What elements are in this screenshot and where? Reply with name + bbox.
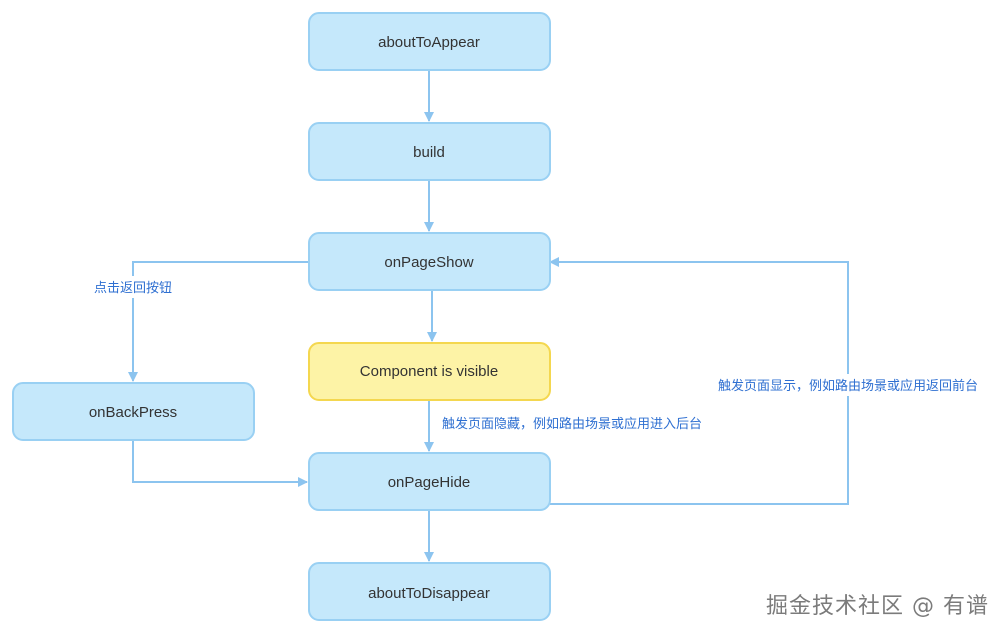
edge-show-to-backpress	[128, 261, 309, 382]
node-about-to-appear: aboutToAppear	[308, 12, 551, 71]
node-on-page-hide-label: onPageHide	[388, 474, 471, 491]
edge-label-back-button-bg	[88, 276, 178, 298]
node-about-to-appear-label: aboutToAppear	[378, 34, 480, 51]
node-on-back-press: onBackPress	[12, 382, 255, 441]
node-build: build	[308, 122, 551, 181]
node-component-visible: Component is visible	[308, 342, 551, 401]
edge-label-back-button: 点击返回按钮	[94, 281, 172, 296]
node-about-to-disappear: aboutToDisappear	[308, 562, 551, 621]
node-component-visible-label: Component is visible	[360, 363, 498, 380]
node-build-label: build	[413, 144, 445, 161]
node-about-to-disappear-label: aboutToDisappear	[368, 585, 490, 602]
edge-backpress-to-hide	[132, 440, 308, 487]
edge-label-page-shown-bg	[706, 374, 990, 396]
node-on-page-hide: onPageHide	[308, 452, 551, 511]
node-on-back-press-label: onBackPress	[89, 404, 177, 421]
edge-label-page-hidden: 触发页面隐藏，例如路由场景或应用进入后台	[442, 416, 702, 432]
edge-label-page-shown: 触发页面显示，例如路由场景或应用返回前台	[718, 378, 978, 394]
node-on-page-show: onPageShow	[308, 232, 551, 291]
node-on-page-show-label: onPageShow	[384, 254, 473, 271]
watermark: 掘金技术社区 @ 有谱	[766, 594, 989, 619]
